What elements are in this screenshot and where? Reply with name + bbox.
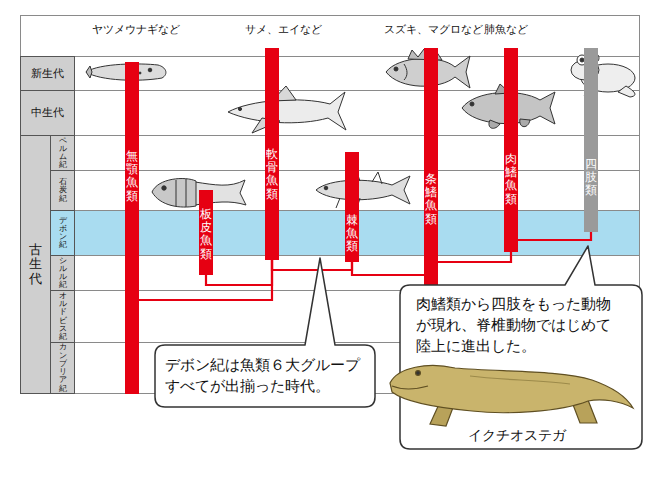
lineage-bar: 軟骨魚類 [265, 48, 279, 260]
lineage-connector [438, 252, 511, 262]
drawn-path [470, 376, 570, 384]
era-label: 中生代 [31, 106, 64, 119]
bar-label: 軟骨魚類 [266, 148, 278, 201]
era-label: 石炭紀 [59, 178, 67, 203]
era-label: 新生代 [31, 67, 64, 80]
callout-text: 肉鰭類から四肢をもった動物 が現れ、脊椎動物ではじめて 陸上に進出した。 [416, 294, 621, 357]
callout-outline [155, 345, 375, 407]
drawn-circle [324, 186, 328, 190]
drawn-path [392, 386, 428, 389]
lineage-bar: 四肢類 [584, 48, 598, 232]
drawn-path [152, 179, 196, 208]
drawn-circle [148, 68, 152, 72]
drawn-circle [470, 102, 474, 106]
speech-callout: デボン紀は魚類６大グループ すべてが出揃った時代。 [155, 345, 375, 407]
era-cell: 中生代 [20, 90, 75, 136]
drawn-circle [238, 107, 241, 110]
label-holder: ヤツメウナギなど [92, 23, 180, 36]
drawn-rect [75, 210, 640, 255]
lineage-connector [352, 262, 424, 275]
drawn-path [489, 120, 500, 128]
drawn-path [390, 366, 633, 413]
era-label: シルル紀 [59, 257, 67, 290]
group-example-label: サメ、エイなど [245, 23, 322, 36]
frog-figure [571, 53, 635, 97]
lineage-bar: 板皮魚類 [199, 190, 213, 275]
era-label: オルドビス紀 [59, 292, 67, 342]
drawn-path [336, 170, 382, 208]
era-cell: 古生代 [20, 135, 51, 394]
drawn-path [520, 119, 530, 127]
lineage-bar: 条鰭魚類 [424, 48, 438, 290]
drawn-path [176, 179, 186, 207]
era-label: ペルム紀 [59, 137, 67, 170]
callout-text: デボン紀は魚類６大グループ すべてが出揃った時代。 [165, 355, 365, 397]
bar-label: 条鰭魚類 [425, 173, 437, 226]
lineage-connector [518, 232, 591, 240]
shark-figure [228, 86, 346, 133]
callout-shape [400, 246, 642, 449]
group-example-label: スズキ、マグロなど [384, 23, 483, 36]
drawn-circle [162, 186, 166, 190]
era-cell: 新生代 [20, 56, 75, 91]
lineage-bar: 肉鰭魚類 [504, 48, 518, 252]
period-cell: デボン紀 [50, 210, 75, 256]
period-cell: オルドビス紀 [50, 290, 75, 343]
bar-label: 四肢類 [585, 158, 597, 198]
group-example-label: ヤツメウナギなど [92, 23, 180, 36]
label-holder: 肺魚など [484, 23, 528, 36]
period-cell: ペルム紀 [50, 135, 75, 171]
label-holder: サメ、エイなど [245, 23, 322, 36]
drawn-path [316, 176, 410, 204]
group-example-label: 肺魚など [484, 23, 528, 36]
drawn-line [20, 56, 640, 57]
drawn-path [86, 66, 92, 78]
drawn-path [618, 86, 635, 97]
figure-caption: イクチオステガ [468, 427, 566, 444]
lineage-connector [206, 260, 272, 285]
lineage-connector [272, 260, 352, 270]
ichthyostega-figure [390, 366, 633, 426]
period-cell: カンブリア紀 [50, 342, 75, 394]
drawn-line [20, 135, 640, 136]
period-cell: シルル紀 [50, 255, 75, 291]
lineage-bar: 無顎魚類 [125, 62, 139, 394]
era-label: カンブリア紀 [59, 343, 67, 393]
bar-label: 肉鰭魚類 [505, 153, 517, 206]
acanthodian-figure [316, 170, 410, 208]
drawn-circle [416, 371, 421, 376]
callout-shape [155, 258, 375, 407]
drawn-circle [139, 72, 141, 74]
drawn-path [404, 64, 407, 80]
bar-label: 板皮魚類 [200, 208, 212, 261]
devonian-band [75, 210, 640, 255]
label-holder: スズキ、マグロなど [384, 23, 483, 36]
period-cell: 石炭紀 [50, 170, 75, 211]
era-label: 古生代 [29, 243, 42, 286]
drawn-line [20, 90, 640, 91]
lineage-bar: 棘魚類 [345, 152, 359, 262]
bar-label: 棘魚類 [346, 214, 358, 254]
bar-label: 無顎魚類 [126, 150, 138, 203]
drawn-circle [394, 67, 398, 71]
era-label: デボン紀 [59, 217, 67, 250]
